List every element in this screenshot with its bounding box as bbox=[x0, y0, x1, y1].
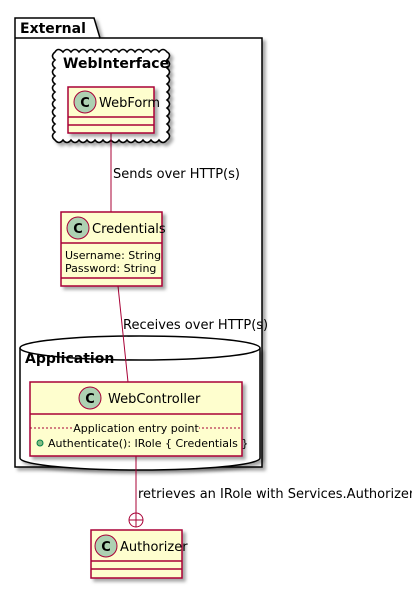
relation-credentials-webcontroller: Receives over HTTP(s) bbox=[117, 285, 268, 383]
class-name: Authorizer bbox=[120, 540, 188, 555]
class-name: Credentials bbox=[92, 222, 166, 237]
package-application-title: Application bbox=[25, 351, 114, 367]
class-circle-icon bbox=[73, 90, 97, 114]
class-section-label: Application entry point bbox=[73, 422, 199, 435]
class-webform: C WebForm bbox=[67, 86, 160, 134]
class-stereotype: C bbox=[73, 222, 83, 237]
relation-label: Receives over HTTP(s) bbox=[123, 318, 268, 333]
package-external-title: External bbox=[20, 21, 86, 37]
class-name: WebController bbox=[108, 392, 201, 407]
class-circle-icon bbox=[78, 386, 102, 410]
class-field: Password: String bbox=[65, 262, 156, 275]
relation-webform-credentials: Sends over HTTP(s) bbox=[110, 133, 240, 212]
public-visibility-icon bbox=[36, 439, 44, 447]
relation-label: retrieves an IRole with Services.Authori… bbox=[138, 487, 412, 502]
class-credentials: C Credentials Username: String Password:… bbox=[60, 211, 166, 287]
class-method: Authenticate(): IRole { Credentials } bbox=[48, 437, 248, 450]
relation-webcontroller-authorizer: retrieves an IRole with Services.Authori… bbox=[128, 456, 412, 528]
class-field: Username: String bbox=[65, 249, 161, 262]
class-webcontroller: C WebController Application entry point … bbox=[29, 381, 248, 457]
class-stereotype: C bbox=[85, 392, 95, 407]
class-name: WebForm bbox=[99, 96, 160, 111]
class-circle-icon bbox=[94, 534, 118, 558]
package-webinterface-title: WebInterface bbox=[63, 56, 169, 72]
class-stereotype: C bbox=[80, 96, 90, 111]
class-circle-icon bbox=[66, 216, 90, 240]
class-stereotype: C bbox=[101, 540, 111, 555]
relation-label: Sends over HTTP(s) bbox=[113, 167, 240, 182]
class-authorizer: C Authorizer bbox=[90, 529, 188, 579]
